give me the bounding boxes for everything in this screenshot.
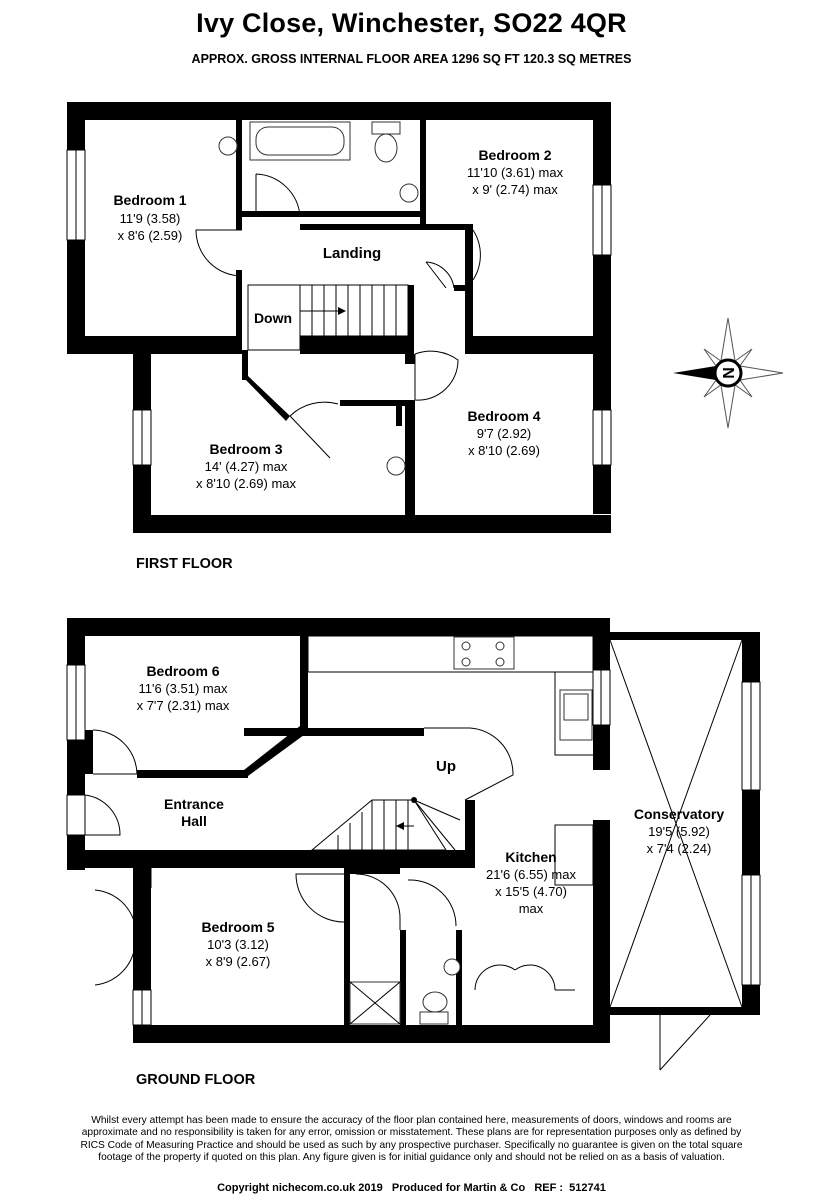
room-label: Bedroom 2	[478, 147, 551, 163]
room-label: Bedroom 6	[146, 663, 219, 679]
svg-text:x 9' (2.74) max: x 9' (2.74) max	[472, 182, 558, 197]
basin-icon	[386, 456, 406, 476]
svg-text:x 8'6 (2.59): x 8'6 (2.59)	[118, 228, 183, 243]
room-label: Landing	[323, 245, 381, 262]
toilet-icon	[371, 121, 401, 135]
floor-label: FIRST FLOOR	[136, 556, 233, 572]
toilet-icon	[422, 991, 448, 1013]
svg-text:Hall: Hall	[181, 813, 207, 829]
ground-floor-plan: Bedroom 6 11'6 (3.51) max x 7'7 (2.31) m…	[66, 618, 761, 1088]
svg-text:max: max	[519, 901, 544, 916]
svg-text:x 8'10 (2.69): x 8'10 (2.69)	[468, 443, 540, 458]
svg-text:x 8'10 (2.69) max: x 8'10 (2.69) max	[196, 476, 297, 491]
room-label: Kitchen	[505, 849, 556, 865]
svg-text:11'10 (3.61) max: 11'10 (3.61) max	[467, 165, 564, 180]
svg-text:11'6 (3.51) max: 11'6 (3.51) max	[139, 681, 228, 696]
room-label: Entrance	[164, 796, 224, 812]
room-label: Bedroom 4	[467, 408, 540, 424]
svg-text:x 15'5 (4.70): x 15'5 (4.70)	[495, 884, 567, 899]
compass-rose-icon: N	[673, 317, 784, 429]
first-floor-plan: Bedroom 1 11'9 (3.58) x 8'6 (2.59) Bedro…	[66, 102, 612, 572]
copyright-line: Copyright nichecom.co.uk 2019 Produced f…	[217, 1182, 606, 1194]
staircase-up	[310, 797, 461, 851]
svg-text:x 7'7 (2.31) max: x 7'7 (2.31) max	[137, 698, 230, 713]
svg-text:x 8'9 (2.67): x 8'9 (2.67)	[206, 954, 271, 969]
room-label: Bedroom 5	[201, 919, 274, 935]
stairs-label: Up	[436, 758, 456, 775]
floor-label: GROUND FLOOR	[136, 1072, 256, 1088]
compass-letter: N	[721, 367, 738, 379]
disclaimer-text: Whilst every attempt has been made to en…	[80, 1115, 743, 1164]
basin-icon	[399, 183, 419, 203]
room-label: Bedroom 1	[113, 192, 186, 208]
room-label: Conservatory	[634, 806, 724, 822]
svg-text:11'9 (3.58): 11'9 (3.58)	[120, 211, 181, 226]
svg-text:14' (4.27) max: 14' (4.27) max	[205, 459, 288, 474]
basin-icon	[443, 958, 461, 976]
stairs-label: Down	[254, 310, 292, 326]
svg-text:x 7'4 (2.24): x 7'4 (2.24)	[647, 841, 712, 856]
room-label: Bedroom 3	[209, 441, 282, 457]
staircase-down	[247, 284, 409, 351]
basin-icon	[218, 136, 238, 156]
svg-text:21'6 (6.55) max: 21'6 (6.55) max	[486, 867, 576, 882]
page-title: Ivy Close, Winchester, SO22 4QR	[196, 8, 627, 38]
floor-area-subtitle: APPROX. GROSS INTERNAL FLOOR AREA 1296 S…	[191, 52, 632, 66]
svg-text:10'3 (3.12): 10'3 (3.12)	[207, 937, 269, 952]
svg-text:19'5 (5.92): 19'5 (5.92)	[648, 824, 710, 839]
svg-text:9'7 (2.92): 9'7 (2.92)	[477, 426, 532, 441]
floor-plan: .wall { fill: #000; } .thin { fill: none…	[66, 102, 784, 1088]
